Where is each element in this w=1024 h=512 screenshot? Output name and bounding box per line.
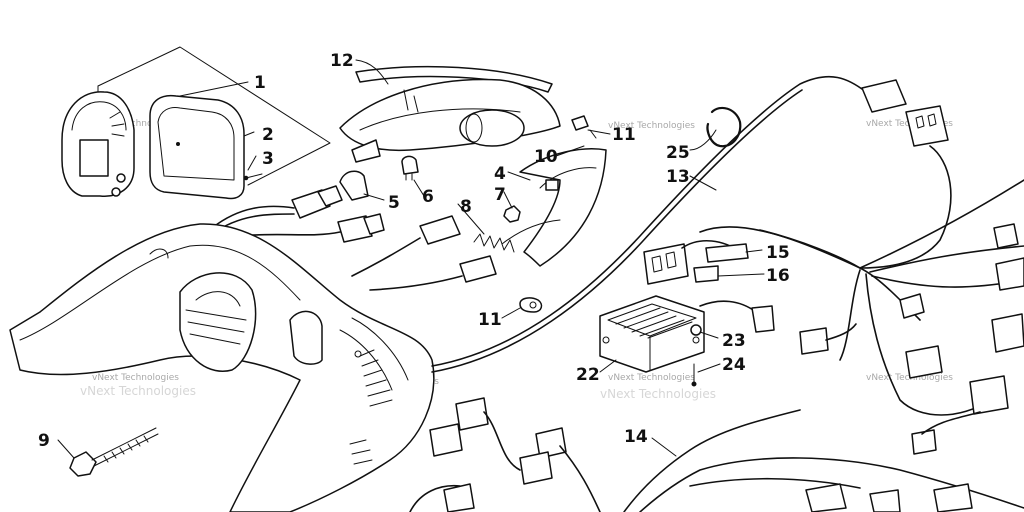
- callout-label: 12: [330, 51, 354, 71]
- callout-label: 1: [254, 73, 266, 93]
- watermark-text: vNext Technologies: [92, 373, 179, 383]
- headlight-lens: [501, 148, 607, 267]
- watermark-text: vNext Technologies: [600, 387, 716, 401]
- callout-label: 9: [38, 431, 50, 451]
- watermark-text: vNext Technologies: [608, 373, 695, 383]
- lower-harness: [409, 397, 1024, 512]
- callout-label: 3: [262, 149, 274, 169]
- watermark-text: vNext Technologies: [92, 119, 179, 129]
- callout-label: 23: [722, 331, 746, 351]
- watermark-text: vNext Technologies: [80, 384, 196, 398]
- instrument-cluster: [61, 46, 331, 197]
- callout-label: 6: [422, 187, 434, 207]
- callout-label: 4: [494, 164, 506, 184]
- callout-label: 14: [624, 427, 648, 447]
- headlight-housing: [339, 78, 561, 163]
- callout-label: 22: [576, 365, 600, 385]
- headlight-bulb: [401, 155, 419, 181]
- ring-clamp: [706, 106, 742, 148]
- callout-labels: 1 2 3 4 5 6 7 8 9 10 11 11 12 13 14 15 1…: [38, 51, 790, 451]
- headlight-harness: [211, 185, 497, 291]
- retainer-clip: [571, 115, 597, 139]
- callout-label: 13: [666, 167, 690, 187]
- callout-label: 15: [766, 243, 790, 263]
- callout-label: 5: [388, 193, 400, 213]
- callout-label: 25: [666, 143, 690, 163]
- relay-block: [643, 239, 749, 285]
- adjuster-nut: [503, 205, 521, 223]
- callout-label: 2: [262, 125, 274, 145]
- bezel-screw: [243, 173, 263, 181]
- adjuster-spring: [473, 233, 515, 253]
- regulator-screw: [691, 363, 697, 387]
- windshield-trim: [355, 65, 553, 93]
- leader-lines: [57, 59, 765, 459]
- mounting-bolt: [69, 427, 159, 477]
- callout-label: 11: [612, 125, 636, 145]
- watermark-text: vNext Technologies: [608, 121, 695, 131]
- callout-label: 24: [722, 355, 746, 375]
- regulator-nut: [690, 324, 702, 336]
- callout-label: 11: [478, 310, 502, 330]
- callout-label: 16: [766, 266, 790, 286]
- retainer-clip: [519, 297, 543, 313]
- callout-label: 7: [494, 185, 506, 205]
- bulb-socket: [339, 170, 369, 201]
- main-harness: [431, 75, 1024, 455]
- voltage-regulator: [599, 295, 775, 373]
- callout-label: 8: [460, 197, 472, 217]
- cluster-bezel: [149, 94, 245, 200]
- hood-panel: [9, 223, 435, 512]
- callout-label: 10: [534, 147, 558, 167]
